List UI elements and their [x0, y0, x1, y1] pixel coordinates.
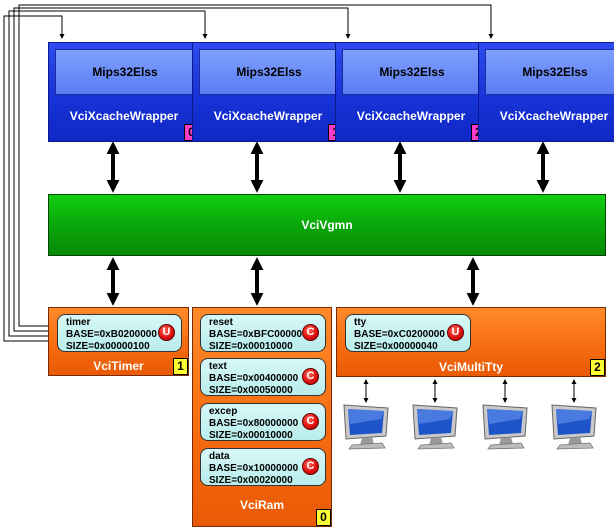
monitor-icon	[410, 404, 460, 450]
segment-size: SIZE=0x00000040	[354, 341, 438, 352]
timer-index: 1	[173, 358, 188, 375]
processor-3: Mips32Elss VciXcacheWrapper 3	[478, 42, 614, 142]
processor-wrapper-label: VciXcacheWrapper	[356, 109, 466, 123]
interconnect-vgmn: VciVgmn	[48, 194, 606, 256]
processor-0: Mips32Elss VciXcacheWrapper 0	[48, 42, 200, 142]
uncached-mark: U	[447, 324, 464, 341]
tty-segment: tty BASE=0xC0200000 SIZE=0x00000040 U	[345, 314, 471, 352]
irq-wire-cpu2	[13, 7, 351, 332]
processor-1: Mips32Elss VciXcacheWrapper 1	[192, 42, 344, 142]
tty-label: VciMultiTty	[438, 360, 503, 374]
segment-base: BASE=0xBFC00000	[209, 329, 303, 340]
ram-segment: excep BASE=0x80000000 SIZE=0x00010000 C	[200, 403, 326, 441]
segment-size: SIZE=0x00050000	[209, 385, 293, 396]
interconnect-label: VciVgmn	[301, 218, 353, 232]
segment-size: SIZE=0x00020000	[209, 475, 293, 486]
segment-name: timer	[66, 317, 91, 328]
tty-index: 2	[590, 359, 605, 376]
timer-segment: timer BASE=0xB0200000 SIZE=0x00000100 U	[57, 314, 182, 352]
segment-name: tty	[354, 317, 367, 328]
processor-2: Mips32Elss VciXcacheWrapper 2	[335, 42, 487, 142]
ram-index: 0	[316, 509, 331, 526]
terminal-arrows	[363, 379, 577, 403]
processor-wrapper-label: VciXcacheWrapper	[213, 109, 323, 123]
ram-segment: reset BASE=0xBFC00000 SIZE=0x00010000 C	[200, 314, 326, 352]
monitor-icon	[480, 404, 530, 450]
ram-segment: data BASE=0x10000000 SIZE=0x00020000 C	[200, 448, 326, 486]
processor-core: Mips32Elss	[342, 49, 482, 95]
processor-core: Mips32Elss	[485, 49, 614, 95]
segment-base: BASE=0x80000000	[209, 418, 299, 429]
timer-target: timer BASE=0xB0200000 SIZE=0x00000100 U …	[48, 307, 189, 376]
segment-name: reset	[209, 317, 233, 328]
segment-base: BASE=0xC0200000	[354, 329, 445, 340]
monitor-icon	[549, 404, 599, 450]
segment-name: text	[209, 361, 227, 372]
processor-wrapper-label: VciXcacheWrapper	[499, 109, 609, 123]
segment-name: excep	[209, 406, 238, 417]
cached-mark: C	[302, 413, 319, 430]
segment-size: SIZE=0x00000100	[66, 341, 150, 352]
cached-mark: C	[302, 324, 319, 341]
irq-wire-cpu1	[8, 10, 208, 337]
ram-label: VciRam	[239, 498, 285, 512]
uncached-mark: U	[158, 324, 175, 341]
cached-mark: C	[302, 458, 319, 475]
irq-wire-cpu3	[18, 4, 494, 327]
segment-name: data	[209, 451, 230, 462]
irq-wires	[3, 4, 494, 342]
cached-mark: C	[302, 368, 319, 385]
segment-size: SIZE=0x00010000	[209, 341, 293, 352]
ram-segment: text BASE=0x00400000 SIZE=0x00050000 C	[200, 358, 326, 396]
tty-target: tty BASE=0xC0200000 SIZE=0x00000040 U Vc…	[336, 307, 606, 377]
processor-core: Mips32Elss	[55, 49, 195, 95]
bus-arrows	[106, 141, 550, 306]
processor-core: Mips32Elss	[199, 49, 339, 95]
segment-base: BASE=0x10000000	[209, 463, 299, 474]
segment-base: BASE=0xB0200000	[66, 329, 157, 340]
timer-label: VciTimer	[93, 359, 144, 373]
segment-size: SIZE=0x00010000	[209, 430, 293, 441]
ram-target: reset BASE=0xBFC00000 SIZE=0x00010000 C …	[192, 307, 332, 527]
processor-wrapper-label: VciXcacheWrapper	[69, 109, 179, 123]
irq-wire-cpu0	[3, 15, 65, 342]
segment-base: BASE=0x00400000	[209, 373, 299, 384]
monitor-icon	[341, 404, 391, 450]
